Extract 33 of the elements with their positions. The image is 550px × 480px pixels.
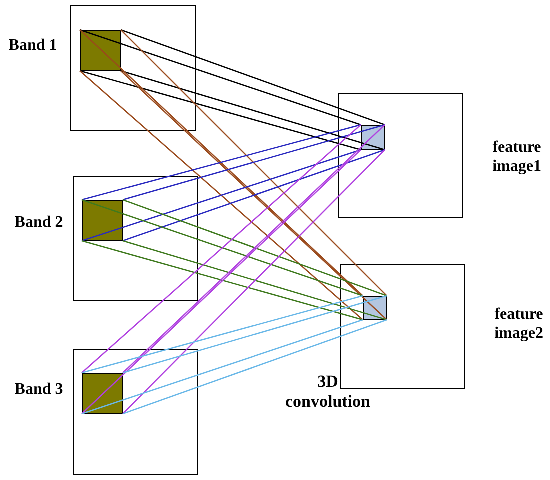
kernel-patch xyxy=(82,200,122,240)
projection-line xyxy=(122,124,386,374)
projection-line xyxy=(120,70,388,320)
projection-line xyxy=(82,149,362,242)
projection-line xyxy=(122,319,388,415)
projection-line xyxy=(82,295,364,374)
projection-line xyxy=(80,70,362,151)
projection-line xyxy=(120,29,386,126)
kernel-patch xyxy=(82,372,122,414)
projection-line xyxy=(122,295,388,374)
annotation-text: 3D convolution xyxy=(284,372,372,413)
band-label: Band 3 xyxy=(14,380,64,400)
projection-line xyxy=(120,70,386,151)
projection-line xyxy=(122,149,386,242)
projection-line xyxy=(122,150,386,414)
projection-line xyxy=(80,70,364,320)
projection-line xyxy=(122,199,388,297)
projection-line xyxy=(82,319,364,415)
band-label: feature image1 xyxy=(492,138,542,176)
band-label: Band 2 xyxy=(14,213,64,232)
projection-line xyxy=(82,150,362,414)
kernel-patch xyxy=(80,30,120,70)
projection-line xyxy=(82,124,362,201)
projection-line xyxy=(82,124,362,374)
projection-line xyxy=(80,29,362,126)
projection-line xyxy=(82,199,364,297)
projection-line xyxy=(82,240,364,321)
projection-line xyxy=(120,30,388,296)
projection-line xyxy=(80,30,364,296)
band-label: feature image2 xyxy=(494,305,544,344)
projection-line xyxy=(122,240,388,321)
projection-line xyxy=(122,124,386,201)
band-label: Band 1 xyxy=(8,36,58,56)
